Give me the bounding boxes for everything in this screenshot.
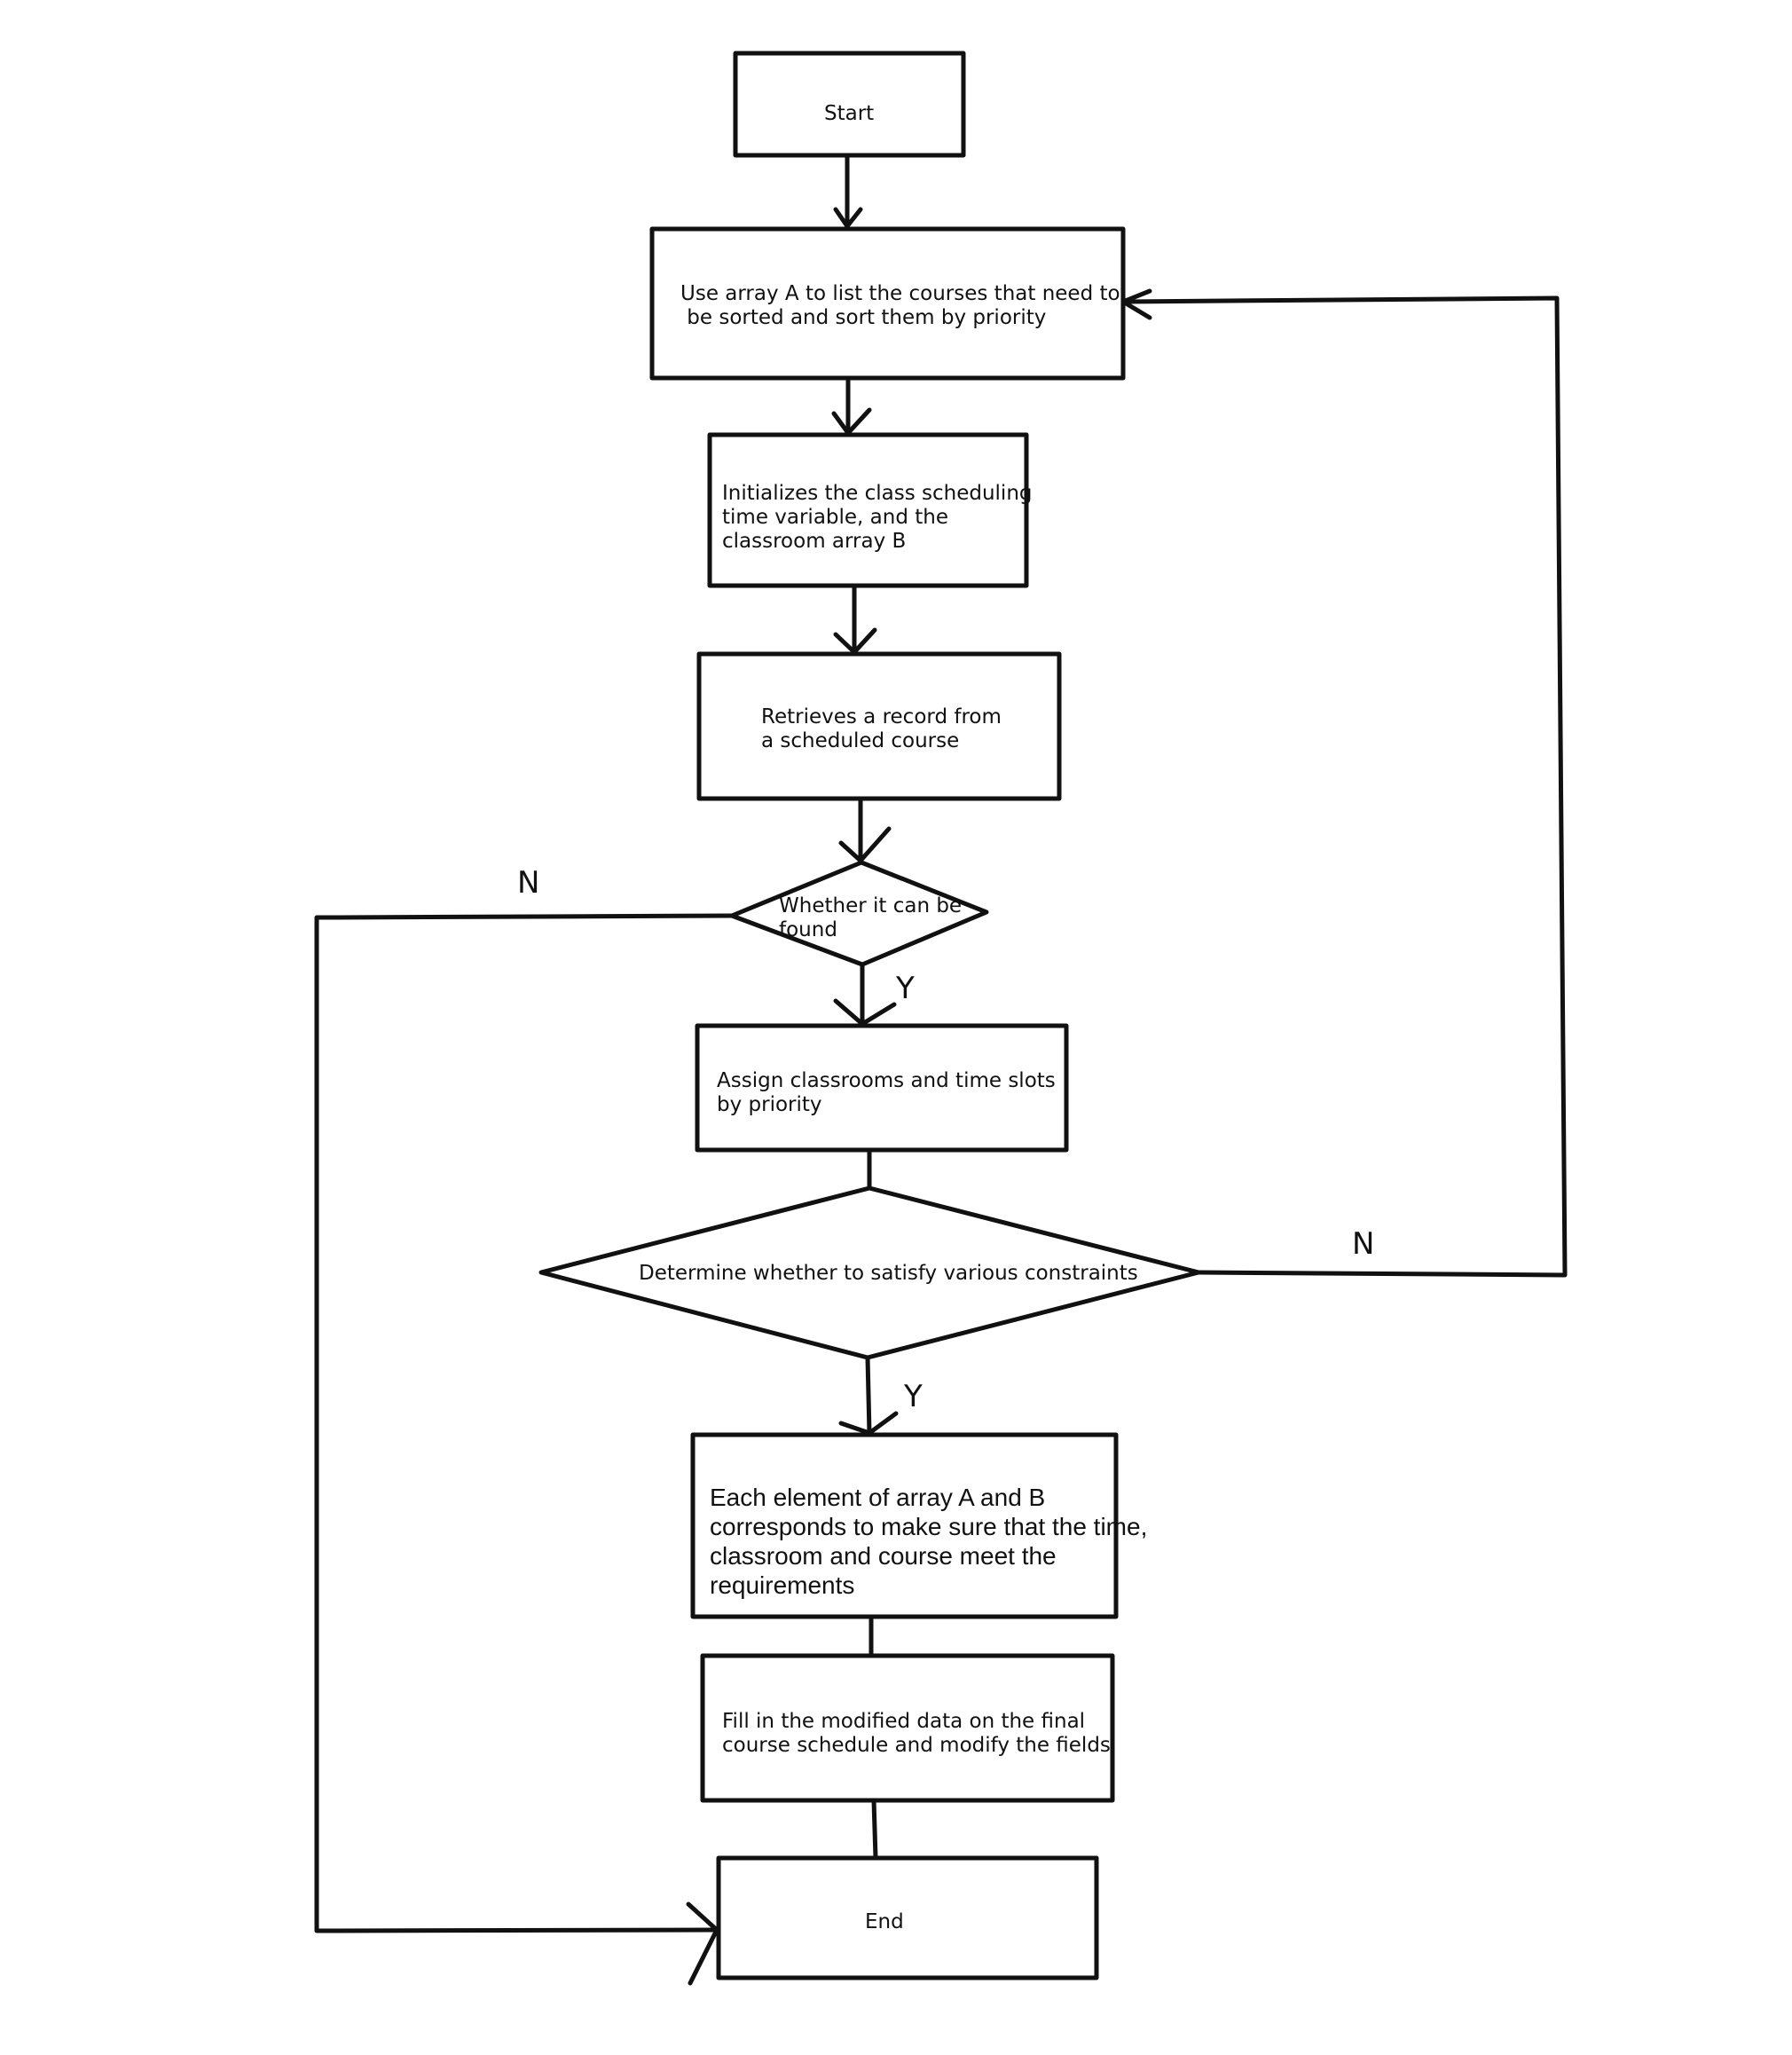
end-node (716, 1855, 1099, 1980)
arrowhead-list-to-init (831, 407, 872, 436)
arrowhead-found-no-to-end (686, 1901, 719, 1986)
found-no-label: N (517, 865, 539, 901)
start-label: Start (824, 102, 874, 125)
correspond-node (690, 1432, 1119, 1619)
connector-fill-to-end (871, 1798, 878, 1861)
connector-found-no-to-end (314, 913, 735, 1933)
constraints-no-label: N (1352, 1226, 1374, 1262)
arrowhead-retrieve-to-found (838, 826, 892, 863)
retrieve-node (696, 651, 1062, 801)
arrowhead-init-to-retrieve (833, 627, 877, 655)
arrowhead-start-to-list (833, 207, 863, 229)
arrowhead-found-to-assign (833, 998, 897, 1027)
retrieve-label: Retrieves a record from a scheduled cour… (761, 705, 1008, 752)
fill-label: Fill in the modified data on the final c… (722, 1710, 1111, 1757)
assign-label: Assign classrooms and time slots by prio… (717, 1069, 1062, 1116)
init-node (707, 432, 1029, 588)
constraints-yes-label: Y (903, 1379, 923, 1414)
connector-constraints-no-loop (1120, 295, 1568, 1278)
found-decision-label: Whether it can be found (779, 894, 968, 941)
fill-node (700, 1653, 1115, 1803)
connector-constraints-to-correspond (865, 1355, 872, 1436)
found-yes-label: Y (895, 971, 915, 1006)
arrowhead-constraints-no-loop (1120, 288, 1152, 320)
arrowhead-constraints-to-correspond (838, 1411, 899, 1436)
assign-node (695, 1023, 1069, 1153)
correspond-label: Each element of array A and B correspond… (710, 1484, 1154, 1599)
end-label: End (865, 1910, 904, 1933)
list-courses-label: Use array A to list the courses that nee… (0, 0, 1166, 329)
constraints-decision-label: Determine whether to satisfy various con… (639, 1262, 1138, 1285)
init-label: Initializes the class scheduling time va… (722, 482, 1039, 553)
